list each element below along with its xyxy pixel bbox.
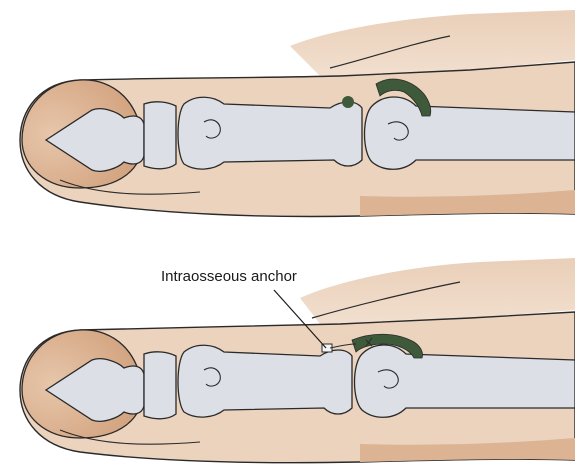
middle-phalanx-top [178,97,362,169]
finger-bottom [20,258,575,463]
middle-phalanx-bottom [178,345,352,417]
finger-top [20,10,575,216]
dip-joint-top [144,102,176,169]
dip-joint-bottom [144,352,176,419]
anchor-label: Intraosseous anchor [161,268,297,285]
tendon-attachment-top [342,96,354,108]
